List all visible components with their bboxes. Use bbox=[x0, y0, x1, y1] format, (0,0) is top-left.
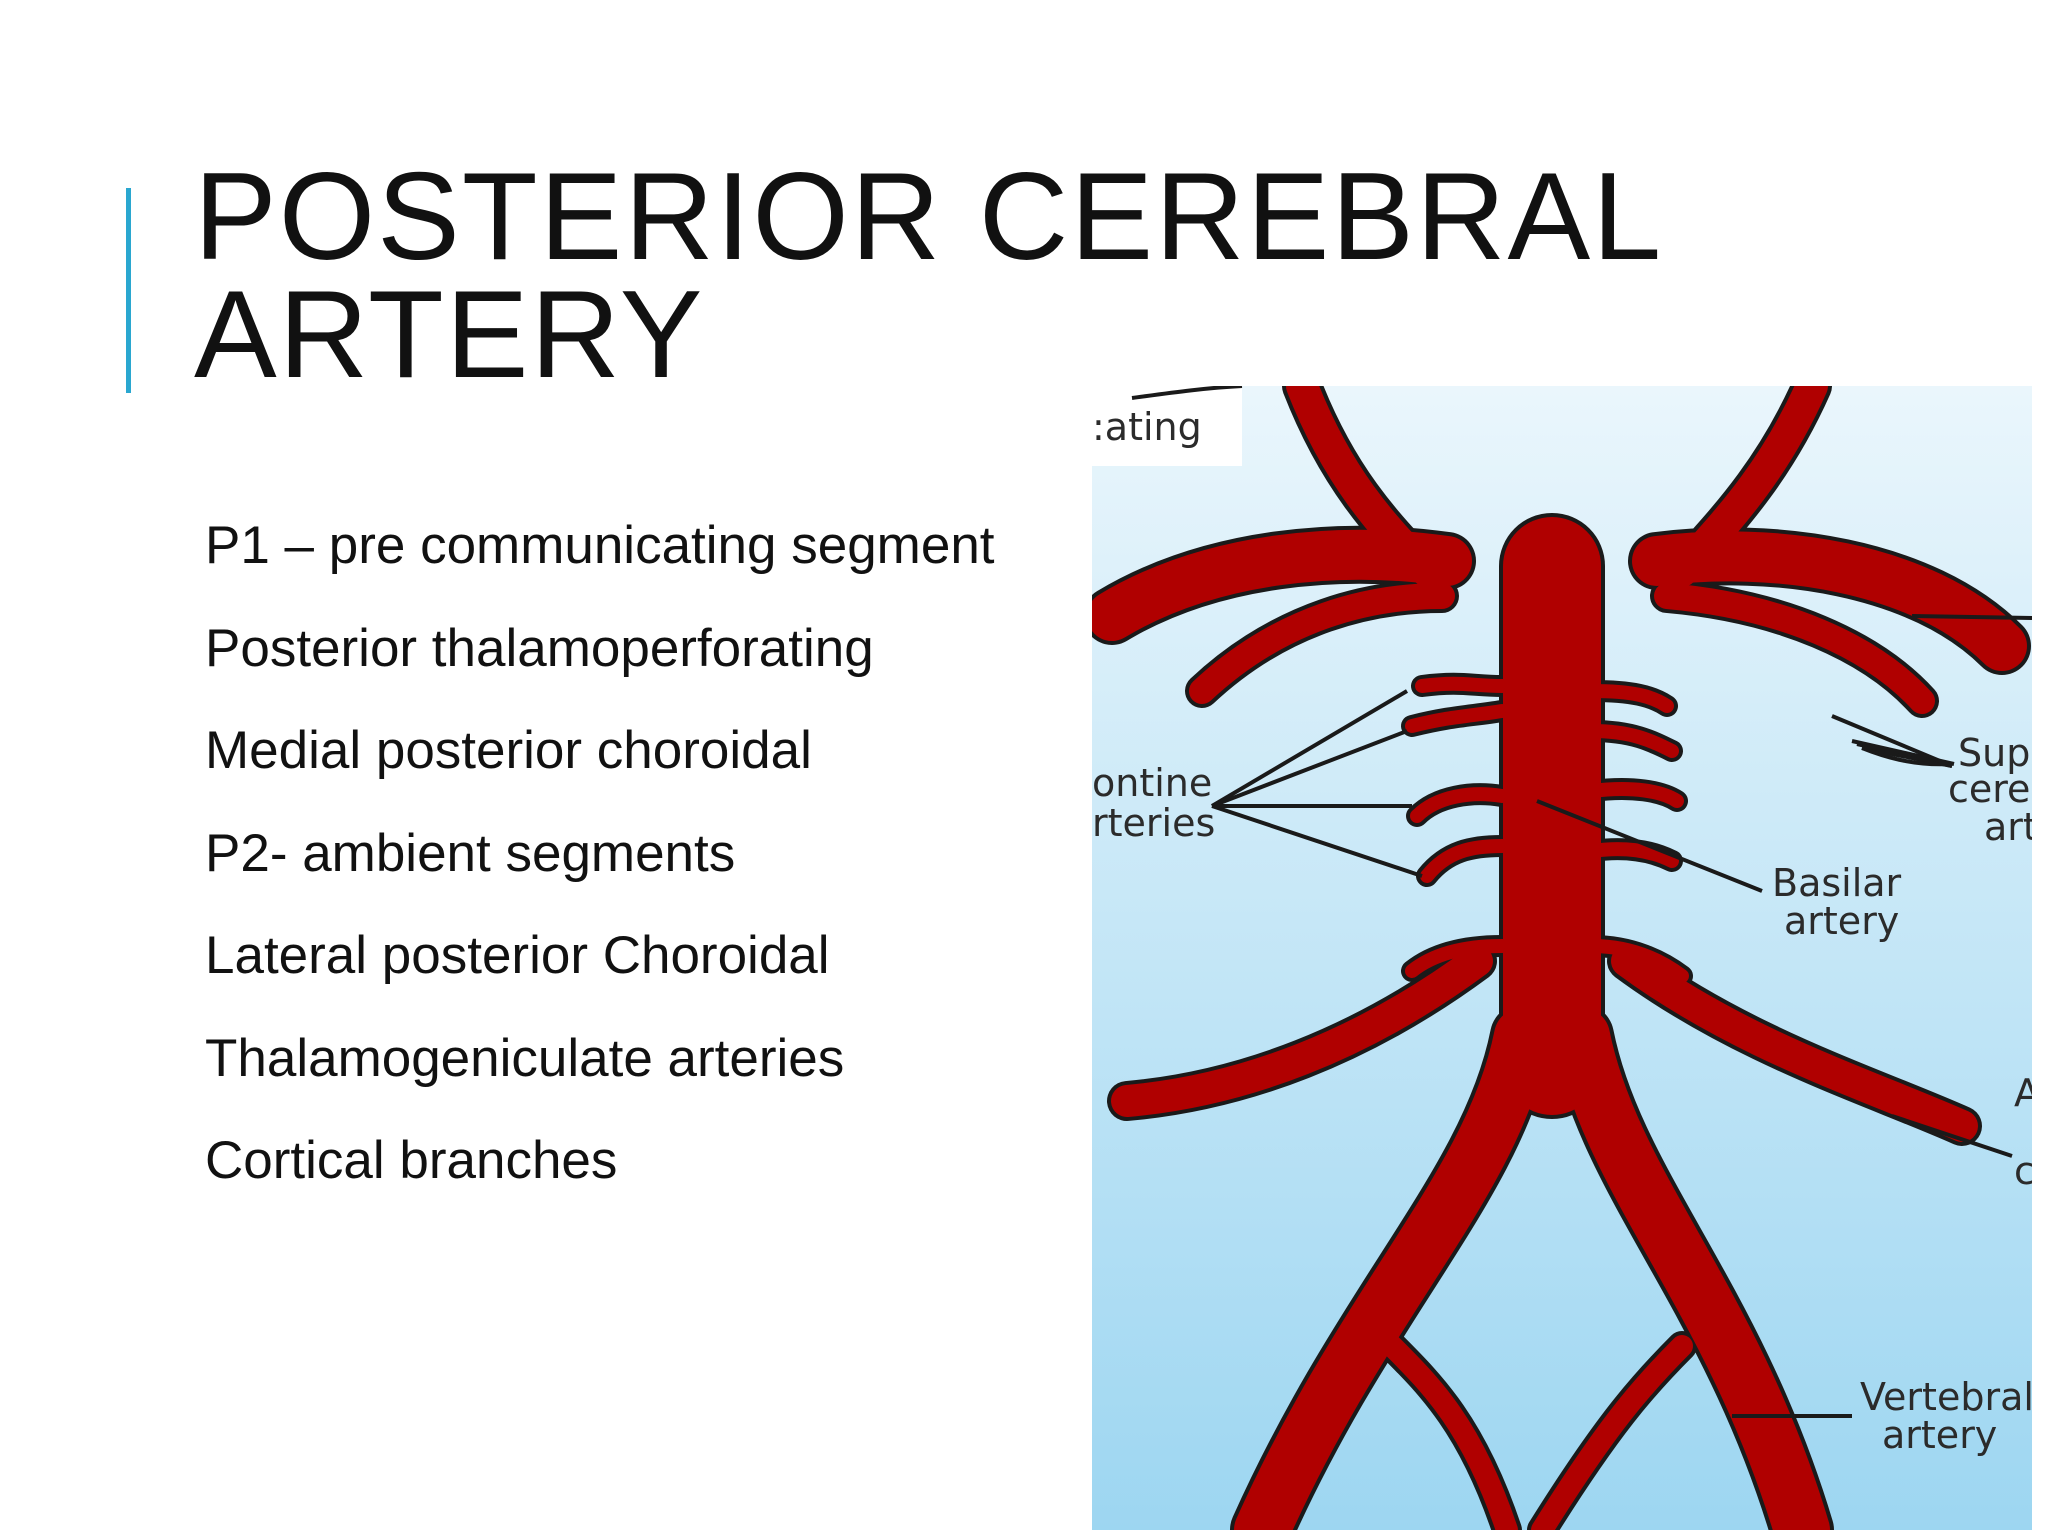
title-line-1: POSTERIOR CEREBRAL bbox=[194, 148, 1664, 286]
left-vertebral-artery bbox=[1234, 1008, 1550, 1530]
left-posterior-cerebral-artery bbox=[1092, 529, 1472, 641]
anterior-spinal-branch-left bbox=[1381, 1335, 1518, 1530]
label-basilar-line-2: artery bbox=[1784, 899, 1899, 943]
pontine-branch-left bbox=[1415, 676, 1509, 693]
pontine-branch-left bbox=[1410, 787, 1509, 823]
bullet-item: Lateral posterior Choroidal bbox=[205, 926, 830, 985]
anterior-spinal-branch-right bbox=[1531, 1335, 1693, 1530]
pontine-branch-right bbox=[1585, 939, 1689, 983]
bullet-item: P1 – pre communicating segment bbox=[205, 516, 995, 575]
label-vertebral-line-2: artery bbox=[1882, 1413, 1997, 1457]
bullet-item: Thalamogeniculate arteries bbox=[205, 1028, 845, 1088]
label-pontine-line-1: ontine bbox=[1092, 761, 1212, 805]
right-vertebral-artery bbox=[1554, 1008, 1830, 1530]
title-line-2: ARTERY bbox=[194, 266, 705, 404]
title-accent-bar bbox=[126, 188, 131, 393]
pontine-branch-right bbox=[1585, 842, 1679, 868]
artery-fills bbox=[1092, 386, 2027, 1530]
left-superior-cerebellar-artery bbox=[1189, 583, 1455, 704]
bullet-item: P2- ambient segments bbox=[205, 823, 736, 883]
left-inferior-cerebellar-artery bbox=[1111, 945, 1493, 1117]
bullet-list: P1 – pre communicating segment Posterior… bbox=[205, 516, 995, 1234]
label-basilar-line-1: Basilar bbox=[1772, 861, 1902, 905]
label-right-partial-a: A bbox=[2014, 1071, 2032, 1115]
right-superior-cerebellar-artery bbox=[1654, 583, 1935, 714]
pontine-branch-left bbox=[1420, 839, 1509, 883]
pontine-branch-left bbox=[1405, 704, 1509, 733]
label-communicating-partial: :ating bbox=[1092, 405, 1202, 449]
pontine-branch-right bbox=[1585, 782, 1684, 808]
arterial-diagram: :ating ontine rteries Basilar artery Sup… bbox=[1092, 386, 2032, 1530]
slide-title: POSTERIOR CEREBRAL ARTERY bbox=[194, 148, 1664, 404]
label-superior-line-1: Supe bbox=[1958, 731, 2032, 775]
bullet-item: Medial posterior choroidal bbox=[205, 721, 812, 780]
pontine-branch-right bbox=[1585, 724, 1679, 758]
diagram-top-white-strip bbox=[1092, 386, 1242, 466]
bullet-item: Posterior thalamoperforating bbox=[205, 618, 874, 678]
label-superior-line-2: cere bbox=[1948, 767, 2030, 811]
label-vertebral-line-1: Vertebral bbox=[1860, 1375, 2032, 1419]
pontine-branch-left bbox=[1405, 939, 1509, 978]
label-pontine-line-2: rteries bbox=[1092, 801, 1215, 845]
pontine-branch-right bbox=[1585, 684, 1674, 713]
leader-lines bbox=[1131, 386, 2032, 1418]
bullet-item: Cortical branches bbox=[205, 1131, 618, 1190]
right-inferior-cerebellar-artery bbox=[1611, 945, 1978, 1142]
label-right-partial-c: c bbox=[2014, 1149, 2032, 1193]
label-superior-line-3: art bbox=[1984, 805, 2032, 849]
